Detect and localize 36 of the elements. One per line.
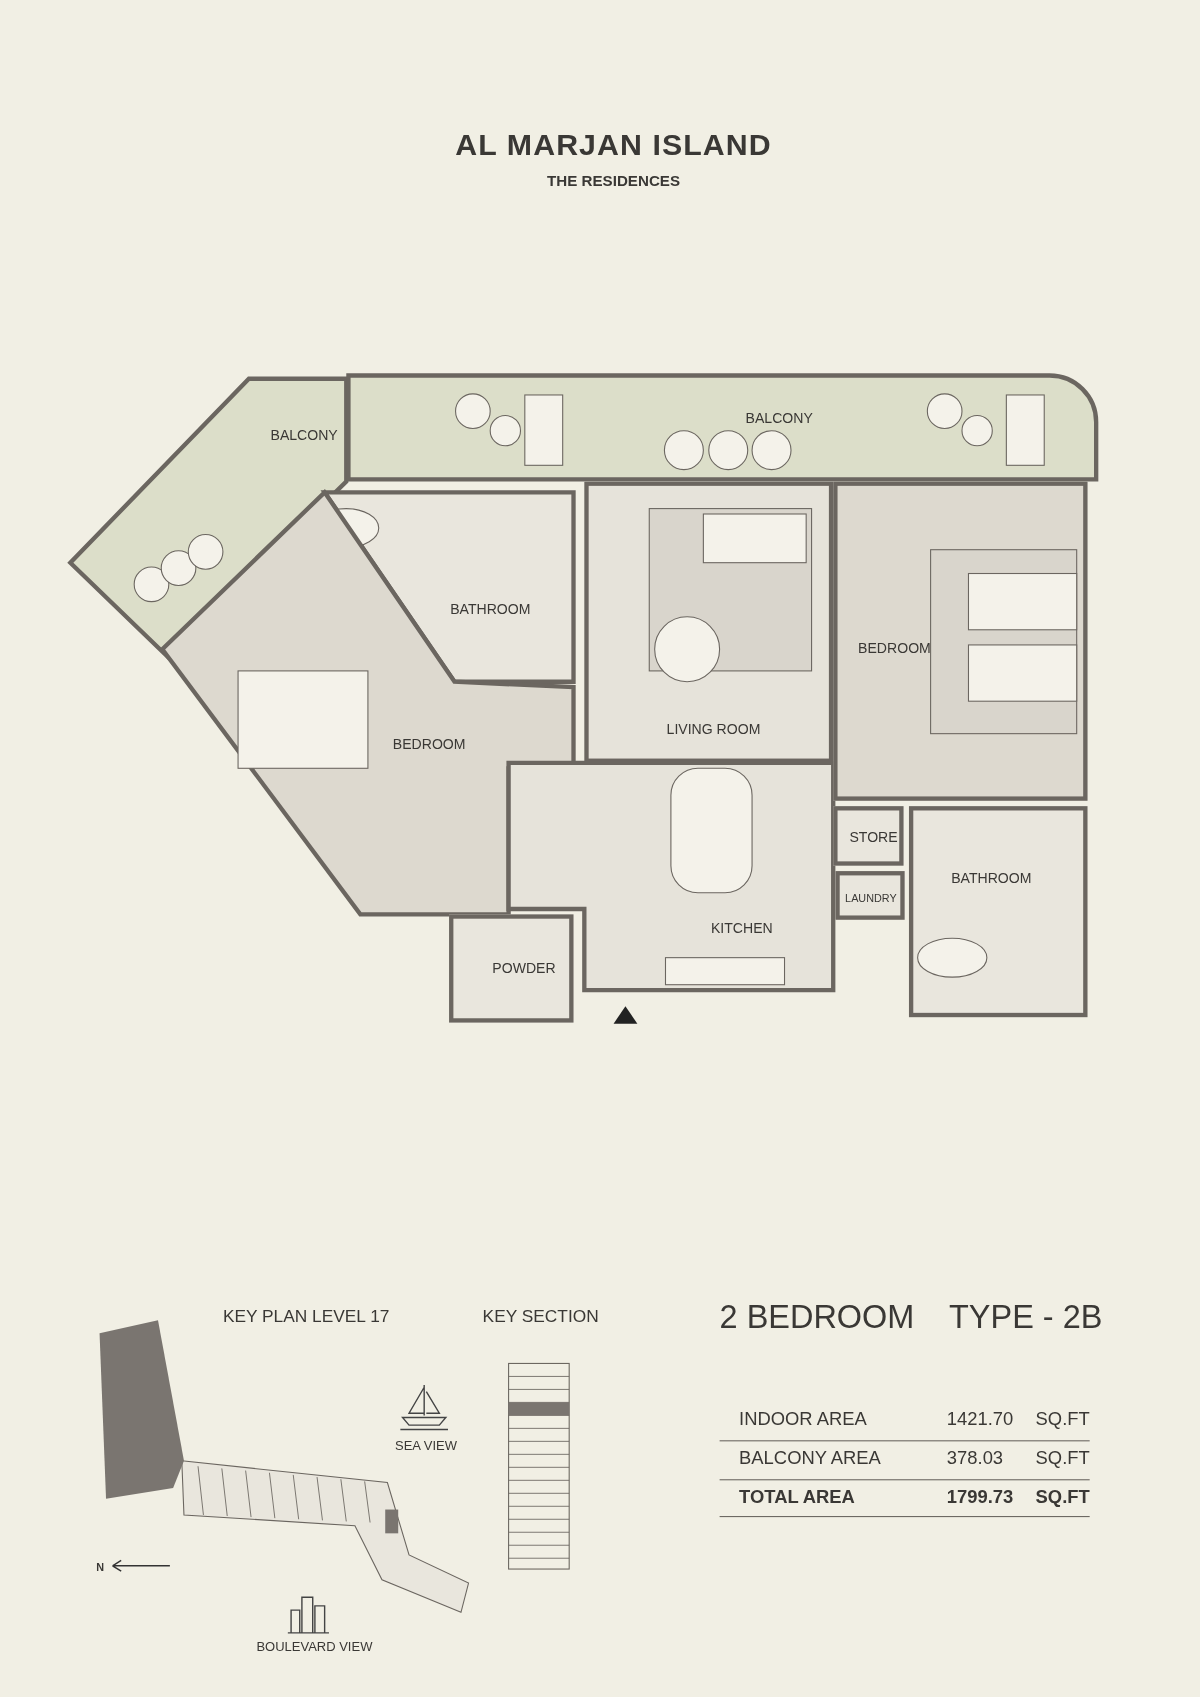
view-label: BOULEVARD VIEW — [256, 1640, 373, 1655]
section-heading: KEY SECTION — [482, 1307, 599, 1327]
balcony-area — [346, 373, 1099, 482]
bedroom-room — [833, 481, 1088, 801]
room-label: STORE — [849, 828, 898, 846]
area-name: BALCONY AREA — [739, 1448, 881, 1470]
area-unit: SQ.FT — [1035, 1448, 1090, 1470]
unit-heading: 2 BEDROOM — [719, 1298, 915, 1335]
area-unit: SQ.FT — [1035, 1487, 1090, 1509]
powder-room — [449, 914, 574, 1023]
area-value: 1799.73 — [946, 1487, 1014, 1509]
view-label: SEA VIEW — [394, 1439, 458, 1454]
room-label: BATHROOM — [951, 870, 1032, 887]
store-room — [833, 806, 904, 866]
section-heading: KEY PLAN LEVEL 17 — [222, 1307, 390, 1327]
title: AL MARJAN ISLAND — [455, 127, 772, 163]
room-label: BATHROOM — [450, 600, 531, 617]
room-label: BEDROOM — [392, 735, 466, 753]
area-value: 1421.70 — [946, 1410, 1014, 1431]
area-unit: SQ.FT — [1035, 1410, 1090, 1431]
bathroom-room — [908, 806, 1088, 1018]
room-label: BALCONY — [745, 410, 813, 427]
room-label: LIVING ROOM — [666, 720, 761, 737]
living-room — [584, 481, 834, 763]
room-label: KITCHEN — [710, 919, 773, 936]
room-label: BALCONY — [270, 427, 338, 444]
area-name: TOTAL AREA — [739, 1487, 855, 1509]
area-value: 378.03 — [946, 1448, 1004, 1470]
area-name: INDOOR AREA — [739, 1410, 867, 1431]
room-label: POWDER — [492, 959, 556, 977]
room-label: BEDROOM — [858, 639, 931, 656]
room-label: LAUNDRY — [845, 891, 897, 907]
laundry-room — [835, 871, 905, 920]
unit-heading: TYPE - 2B — [949, 1298, 1103, 1335]
subtitle: THE RESIDENCES — [547, 173, 681, 190]
north-label: N — [96, 1561, 105, 1574]
